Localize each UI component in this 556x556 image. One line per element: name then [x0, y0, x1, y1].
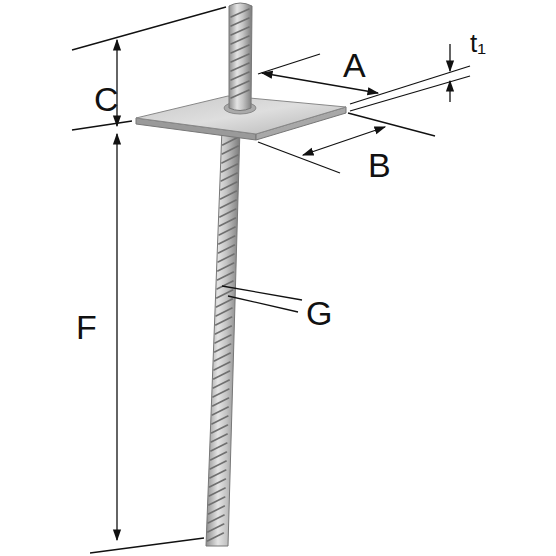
rod-rib	[215, 344, 231, 352]
dimension-label: B	[368, 148, 391, 182]
rod-rib	[231, 54, 249, 62]
rod-rib	[213, 398, 229, 406]
rod-rib	[219, 236, 235, 244]
rod-rib	[212, 425, 228, 433]
dimension-label: A	[343, 48, 366, 82]
rod-rib	[209, 488, 225, 496]
rod-rib	[211, 443, 227, 451]
rod-rib	[221, 182, 237, 190]
rod-rib	[220, 200, 236, 208]
rod-rib	[209, 479, 225, 487]
rod-rib	[211, 434, 227, 442]
dimension-label: G	[306, 296, 332, 330]
rod-rib	[218, 245, 234, 253]
rod-rib	[231, 63, 249, 71]
rod-rib	[231, 90, 249, 98]
rod-rib	[216, 299, 232, 307]
threaded-rod	[229, 3, 252, 111]
rod-rib	[216, 308, 232, 316]
dimension-label: t₁	[470, 30, 486, 56]
rod-rib	[214, 353, 230, 361]
rod-rib	[216, 317, 232, 325]
dimension-lines	[72, 7, 470, 553]
rod-rib	[231, 81, 249, 89]
rod-rib	[208, 515, 224, 523]
rod-rib	[218, 263, 234, 271]
rod-rib	[213, 380, 229, 388]
dimension-label: F	[76, 310, 97, 344]
rod-rib	[231, 36, 249, 44]
rod-rib	[219, 227, 235, 235]
rod-rib	[223, 137, 239, 145]
rod-rib	[214, 362, 230, 370]
rod-rib	[207, 533, 223, 541]
dimension-label: C	[94, 82, 119, 116]
rod-rib	[212, 407, 228, 415]
rod-rib	[215, 335, 231, 343]
rod-rib	[209, 497, 225, 505]
rod-rib	[212, 416, 228, 424]
rod-rib	[214, 371, 230, 379]
rod-rib	[222, 155, 238, 163]
rod-rib	[208, 506, 224, 514]
rod-rib	[231, 72, 249, 80]
rod-rib	[231, 9, 249, 17]
rod-rib	[218, 254, 234, 262]
rod-rib	[231, 27, 249, 35]
rod-rib	[219, 218, 235, 226]
rod-rib	[220, 191, 236, 199]
rod-rib	[222, 146, 238, 154]
rod-rib	[213, 389, 229, 397]
rod-rib	[217, 272, 233, 280]
rod-rib	[210, 461, 226, 469]
rod-rib	[215, 326, 231, 334]
rod-rib	[210, 470, 226, 478]
rod-rib	[208, 524, 224, 532]
rod-rib	[222, 164, 238, 172]
rod-rib	[220, 209, 236, 217]
rod-rib	[231, 18, 249, 26]
rod-rib	[231, 45, 249, 53]
rod-rib	[210, 452, 226, 460]
threaded-rod	[206, 128, 240, 546]
rod-rib	[221, 173, 237, 181]
